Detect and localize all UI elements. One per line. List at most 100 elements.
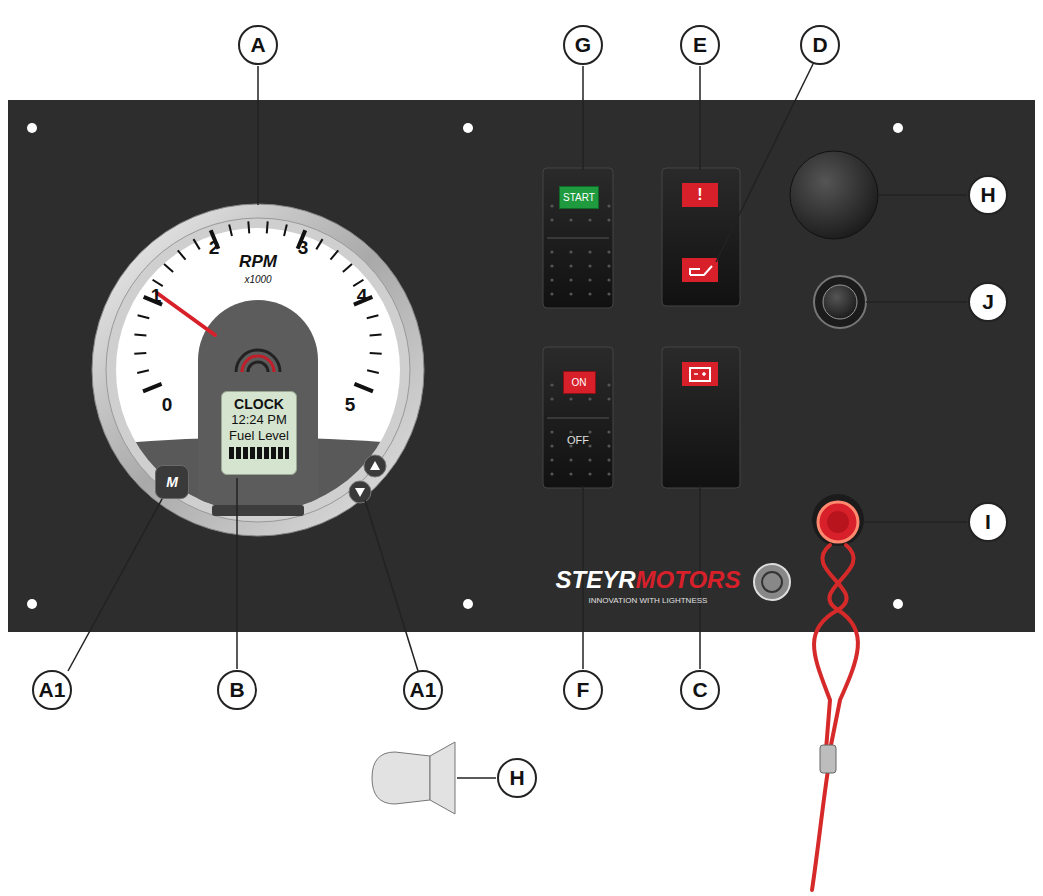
panel-art (236, 478, 238, 669)
switch-dot (607, 458, 610, 461)
lcd-text: 12:24 PM (231, 412, 287, 428)
node-text: F (577, 678, 590, 702)
start-button: START (559, 186, 599, 209)
panel-art (703, 372, 705, 376)
logo-badge (754, 564, 790, 600)
panel-art (812, 770, 828, 890)
panel-art (27, 599, 37, 609)
panel-art (372, 752, 430, 804)
panel-art (762, 572, 782, 592)
panel-art (893, 123, 903, 133)
panel-art (754, 564, 790, 600)
panel-art (822, 770, 832, 890)
scale-number: 5 (345, 394, 356, 416)
scale-tick (134, 334, 146, 335)
scale-tick (143, 384, 162, 391)
scale-tick (229, 224, 232, 236)
panel-plate (8, 100, 1035, 632)
switch-dot (588, 218, 591, 221)
panel-art (355, 488, 365, 497)
panel-art (547, 418, 609, 419)
panel-art (829, 545, 858, 750)
switch-dot (607, 472, 610, 475)
switch-dots (550, 204, 610, 475)
leader-lines (68, 64, 967, 778)
callout-letter: B (217, 670, 257, 710)
scale-tick (266, 221, 269, 233)
scale-tick (354, 384, 373, 391)
switch-dot (588, 472, 591, 475)
scale-tick (370, 334, 382, 335)
scale-number: 1 (151, 285, 162, 307)
scale-tick (284, 224, 287, 236)
hub-logo (236, 350, 280, 372)
switch-dot (569, 472, 572, 475)
brand-text: STEYR (556, 566, 636, 594)
scale-tick (178, 250, 186, 259)
panel-art (682, 362, 718, 386)
fuel-bar (229, 447, 289, 459)
switch-label: OFF (567, 434, 589, 446)
scale-tick (367, 315, 379, 318)
switch-dot (588, 397, 591, 400)
lcd-text: CLOCK (234, 396, 284, 412)
scale-number: 0 (162, 394, 173, 416)
switch-dot (550, 472, 553, 475)
switch-dot (607, 278, 610, 281)
panel-art (430, 742, 455, 814)
on-button: ON (563, 371, 596, 394)
panel-art (27, 123, 37, 133)
switch-dot (607, 218, 610, 221)
panel-art (682, 258, 718, 282)
arrow-buttons (349, 455, 386, 503)
switch-dot (588, 264, 591, 267)
switch-dot (607, 204, 610, 207)
panel-art (878, 194, 967, 196)
panel-art (818, 502, 858, 542)
switch-dot (550, 383, 553, 386)
panel-art (814, 545, 847, 750)
node-text: START (563, 192, 595, 203)
scale-tick (343, 264, 352, 272)
panel-art (457, 777, 496, 779)
switch-dot (607, 250, 610, 253)
panel-art (893, 599, 903, 609)
panel-art (242, 356, 274, 372)
switch-dot (607, 444, 610, 447)
panel-art (370, 461, 380, 470)
switch-dot (569, 430, 572, 433)
panel-art (543, 168, 613, 308)
switch-dot (569, 278, 572, 281)
switch-dot (588, 278, 591, 281)
panel-art (716, 64, 813, 262)
mount-holes (27, 123, 903, 609)
switch-dot (550, 444, 553, 447)
panel-art (682, 183, 718, 207)
callout-letter: I (968, 502, 1008, 542)
panel-art (257, 66, 259, 205)
switch-dot (588, 458, 591, 461)
panel-art (547, 238, 609, 239)
brand-text: INNOVATION WITH LIGHTNESS (589, 596, 708, 605)
panel-art (236, 350, 280, 372)
switch-dot (550, 250, 553, 253)
switch-dot (588, 250, 591, 253)
node-text: G (575, 33, 591, 57)
node-text: H (509, 766, 524, 790)
scale-tick (137, 370, 149, 373)
warning-lamp (682, 183, 718, 207)
panel-art (364, 455, 386, 477)
callout-letter: J (968, 282, 1008, 322)
node-text: ON (572, 377, 587, 388)
panel-art (814, 276, 866, 328)
switch-dot (550, 204, 553, 207)
lamp-symbol: ! (697, 186, 702, 204)
panel-art (543, 347, 613, 488)
panel-art (694, 373, 698, 375)
battery-lamp (682, 362, 718, 386)
scale-ticks (134, 221, 381, 391)
panel-art (690, 368, 710, 381)
node-text: B (229, 678, 244, 702)
node-text: A1 (410, 678, 437, 702)
callout-letter: F (563, 670, 603, 710)
